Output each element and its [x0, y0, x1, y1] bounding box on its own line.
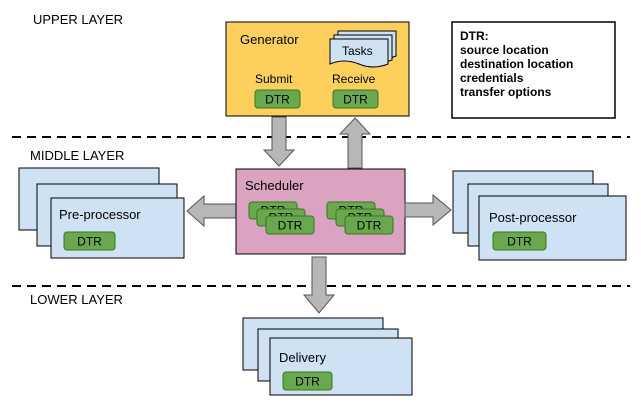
- tasks-document-icon: Tasks: [329, 30, 397, 68]
- postprocessor-node: Post-processor DTR: [452, 170, 627, 261]
- arrow-generator-to-scheduler: [262, 116, 296, 167]
- legend-line-credentials: credentials: [460, 71, 524, 85]
- lower-layer-label: LOWER LAYER: [30, 292, 123, 307]
- submit-dtr-badge: DTR: [254, 89, 301, 109]
- delivery-title: Delivery: [279, 350, 326, 365]
- preprocessor-title: Pre-processor: [59, 207, 141, 222]
- preprocessor-dtr-label: DTR: [77, 235, 102, 249]
- delivery-dtr-badge: DTR: [282, 371, 333, 391]
- delivery-dtr-label: DTR: [295, 375, 320, 389]
- scheduler-node: Scheduler DTR DTR DTR DTR DTR DTR: [235, 168, 406, 255]
- arrow-scheduler-to-generator: [338, 117, 372, 169]
- dtr-label: DTR: [278, 219, 303, 233]
- tasks-label: Tasks: [342, 44, 373, 58]
- legend-title: DTR:: [460, 29, 489, 43]
- arrow-scheduler-to-delivery: [302, 256, 336, 314]
- receive-dtr-badge: DTR: [332, 89, 379, 109]
- arrow-scheduler-to-preprocessor: [186, 194, 238, 228]
- dtr-badge: [344, 215, 394, 235]
- receive-dtr-label: DTR: [343, 93, 368, 107]
- upper-layer-label: UPPER LAYER: [33, 12, 123, 27]
- delivery-node: Delivery DTR: [242, 317, 413, 396]
- scheduler-title: Scheduler: [245, 178, 304, 193]
- legend-box: [451, 21, 616, 119]
- generator-node: Generator Tasks Submit Receive DTR DTR: [225, 21, 410, 117]
- arrow-scheduler-to-postprocessor: [404, 193, 452, 227]
- postprocessor-dtr-label: DTR: [507, 235, 532, 249]
- middle-layer-label: MIDDLE LAYER: [30, 148, 124, 163]
- receive-label: Receive: [332, 72, 376, 86]
- postprocessor-title: Post-processor: [489, 210, 577, 225]
- dtr-badge: [265, 215, 315, 235]
- scheduler-dtr-queue-left: DTR DTR DTR: [248, 201, 315, 235]
- dtr-legend: DTR: source location destination locatio…: [451, 21, 616, 119]
- legend-line-options: transfer options: [460, 85, 552, 99]
- generator-title: Generator: [240, 32, 299, 47]
- submit-dtr-label: DTR: [265, 93, 290, 107]
- postprocessor-dtr-badge: DTR: [492, 231, 547, 251]
- preprocessor-dtr-badge: DTR: [63, 231, 116, 251]
- scheduler-dtr-queue-right: DTR DTR DTR: [326, 201, 394, 235]
- preprocessor-node: Pre-processor DTR: [18, 167, 185, 259]
- submit-label: Submit: [255, 72, 293, 86]
- legend-line-destination: destination location: [460, 57, 573, 71]
- legend-line-source: source location: [460, 43, 549, 57]
- dtr-label: DTR: [357, 219, 382, 233]
